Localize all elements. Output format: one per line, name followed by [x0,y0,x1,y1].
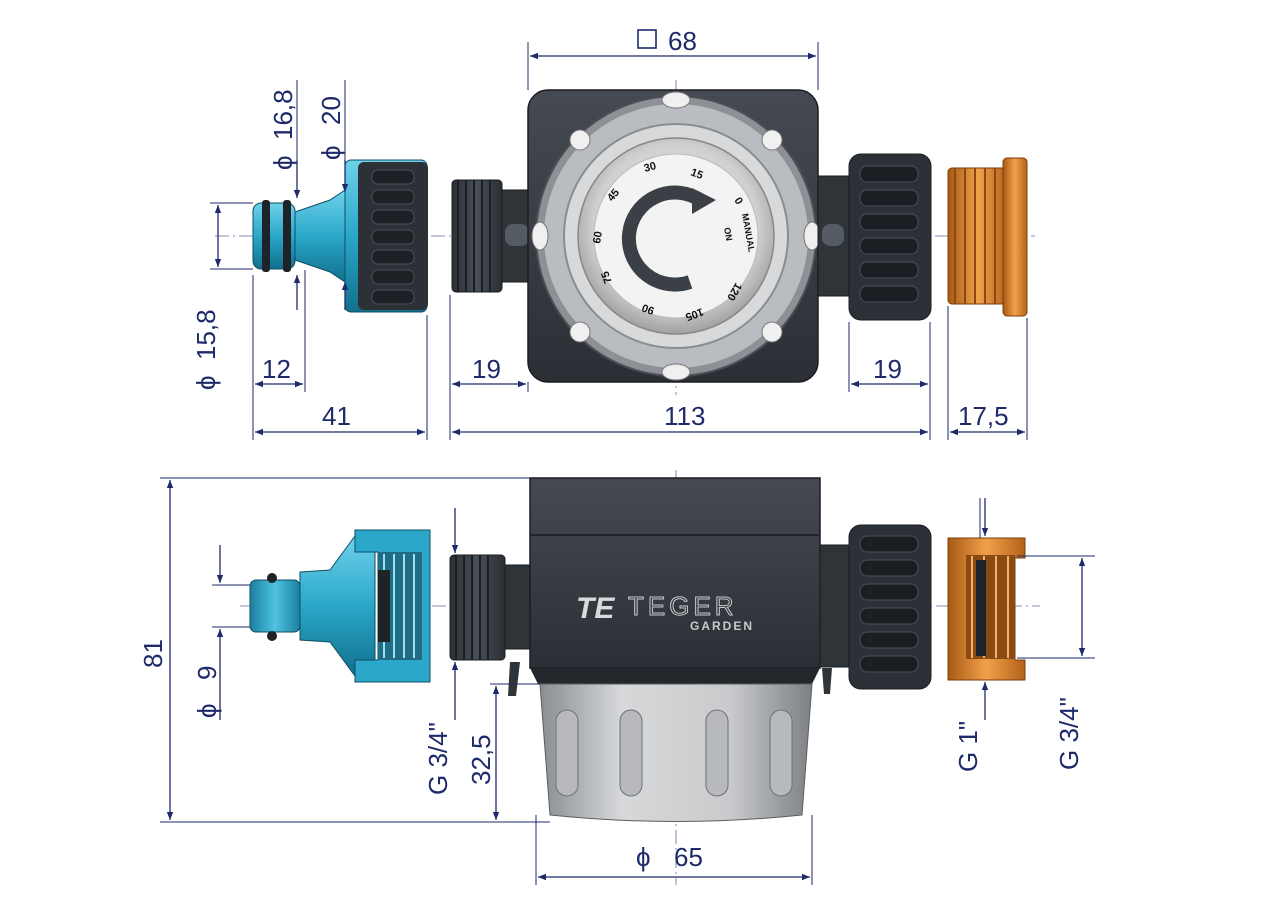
svg-text:ϕ: ϕ [191,375,221,390]
svg-text:65: 65 [674,842,703,872]
dial-90: 90 [640,301,656,316]
dim-l175: 17,5 [947,306,1028,440]
brand-logo: TE TEGER GARDEN [576,591,754,634]
dim-l12: 12 [252,270,306,440]
dim-l19-right: 19 [848,322,931,440]
dial-30: 30 [643,160,658,175]
svg-text:12: 12 [262,354,291,384]
svg-text:81: 81 [138,639,168,668]
dim-g34-left: G 3/4" [423,508,459,795]
svg-text:68: 68 [668,26,697,56]
svg-text:113: 113 [664,401,705,431]
inlet-thread-side [449,554,532,696]
svg-text:G 3/4": G 3/4" [423,722,453,795]
dim-square68: 68 [527,26,819,90]
dial-15: 15 [689,167,705,182]
brand-name: TEGER [628,591,738,621]
reducer-top [947,157,1028,317]
dial-75: 75 [599,269,614,285]
inlet-thread-top [451,179,537,293]
outlet-connector-side [819,524,932,694]
dim-d9: ϕ 9 [192,545,250,720]
svg-text:19: 19 [873,354,902,384]
dial-105: 105 [684,305,705,323]
dim-l19-left: 19 [449,295,529,440]
svg-text:20: 20 [316,96,346,125]
svg-text:41: 41 [322,401,351,431]
svg-text:ϕ: ϕ [268,155,298,170]
svg-text:32,5: 32,5 [466,734,496,785]
svg-text:19: 19 [472,354,501,384]
dim-l113: 113 [452,401,928,436]
reducer-side [947,537,1026,681]
svg-text:16,8: 16,8 [268,89,298,140]
dim-d65: ϕ 65 [535,815,813,885]
brand-mark: TE [576,592,615,625]
timer-body-side [529,477,821,822]
tap-adapter-side [249,529,431,683]
dim-d158: ϕ 15,8 [191,202,253,390]
brand-sub: GARDEN [690,619,754,633]
timer-body-top [527,89,821,383]
dim-d168: ϕ 16,8 [268,80,301,310]
svg-text:15,8: 15,8 [191,309,221,360]
svg-text:9: 9 [192,666,222,680]
tap-adapter-top [252,159,428,313]
svg-text:ϕ: ϕ [192,703,222,718]
dim-h81: 81 [138,477,550,823]
dim-g34-right: G 3/4" [1017,555,1095,770]
dial-0: 0 [731,196,744,207]
dim-h325: 32,5 [466,683,540,820]
svg-text:G 1": G 1" [953,721,983,772]
svg-text:ϕ: ϕ [636,842,651,872]
outlet-connector-top [817,153,932,321]
svg-text:17,5: 17,5 [958,401,1009,431]
dial-60: 60 [591,230,605,244]
dim-l41: 41 [255,315,428,440]
dial-on: ON [722,227,734,242]
svg-text:ϕ: ϕ [316,145,346,160]
svg-text:G 3/4": G 3/4" [1054,697,1084,770]
dim-g1: G 1" [953,498,989,772]
dim-d20: ϕ 20 [316,80,349,310]
